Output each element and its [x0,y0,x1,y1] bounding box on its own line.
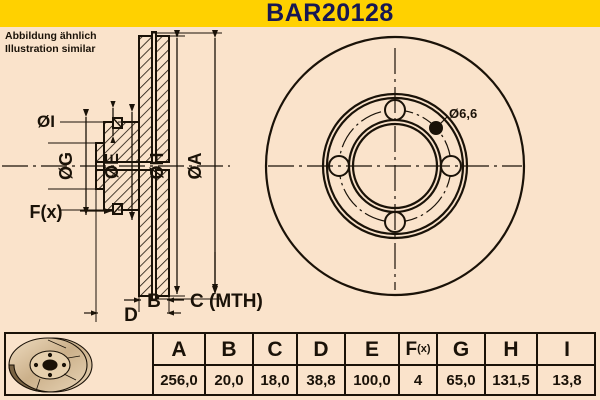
table-header-i: I [538,334,596,366]
label-dia-E: ØE [102,153,122,179]
table-header-fx-sub: (x) [417,342,431,355]
table-column-c: C 18,0 [254,334,298,394]
dimension-dia-A [152,30,222,300]
table-column-e: E 100,0 [346,334,400,394]
label-dia-6-6: Ø6,6 [449,106,477,121]
table-column-g: G 65,0 [438,334,486,394]
label-dia-A: ØA [185,152,205,179]
table-header-c: C [254,334,296,366]
table-columns: A 256,0 B 20,0 C 18,0 D 38,8 E 100,0 [154,334,596,394]
table-header-g: G [438,334,484,366]
table-cell-disc-image [6,334,154,394]
page-title: BAR20128 [266,0,394,27]
table-value-b: 20,0 [214,371,244,389]
table-header-b: B [206,334,252,366]
note-line-en: Illustration similar [5,42,96,55]
dimension-dia-H [169,30,185,297]
label-dia-G: ØG [56,152,76,180]
label-dim-D: D [124,305,138,326]
table-header-a: A [154,334,204,366]
table-header-d: D [298,334,344,366]
label-force-x: F(x) [30,202,63,222]
table-value-i: 13,8 [552,371,582,389]
table-value-g: 65,0 [446,371,476,389]
label-dim-C: C (MTH) [190,291,263,312]
table-column-h: H 131,5 [486,334,538,394]
table-column-b: B 20,0 [206,334,254,394]
table-value-a: 256,0 [160,371,198,389]
table-value-d: 38,8 [306,371,336,389]
table-column-d: D 38,8 [298,334,346,394]
header-banner: BAR20128 [0,0,600,27]
table-header-fx-main: F [405,338,418,360]
specification-table: A 256,0 B 20,0 C 18,0 D 38,8 E 100,0 [4,332,596,396]
brake-disc-icon [8,337,93,393]
note-line-de: Abbildung ähnlich [5,30,97,42]
technical-drawing: ØI ØG ØE ØH ØA F(x) B C (MTH) D Ø6,6 [2,30,526,326]
label-dia-H: ØH [147,153,167,180]
table-value-c: 18,0 [260,371,290,389]
table-value-fx: 4 [413,371,423,389]
table-value-h: 131,5 [492,371,530,389]
face-geometry [264,35,526,297]
table-header-e: E [346,334,398,366]
section-geometry [2,31,230,301]
dimension-bottom [84,189,218,322]
table-value-e: 100,0 [353,371,391,389]
table-column-i: I 13,8 [538,334,596,394]
label-dia-I: ØI [37,112,55,131]
label-dim-B: B [147,291,161,312]
table-column-fx: F(x) 4 [400,334,438,394]
table-column-a: A 256,0 [154,334,206,394]
table-header-h: H [486,334,536,366]
illustration-note: Abbildung ähnlich Illustration similar [5,30,97,55]
table-header-fx: F(x) [400,334,436,366]
